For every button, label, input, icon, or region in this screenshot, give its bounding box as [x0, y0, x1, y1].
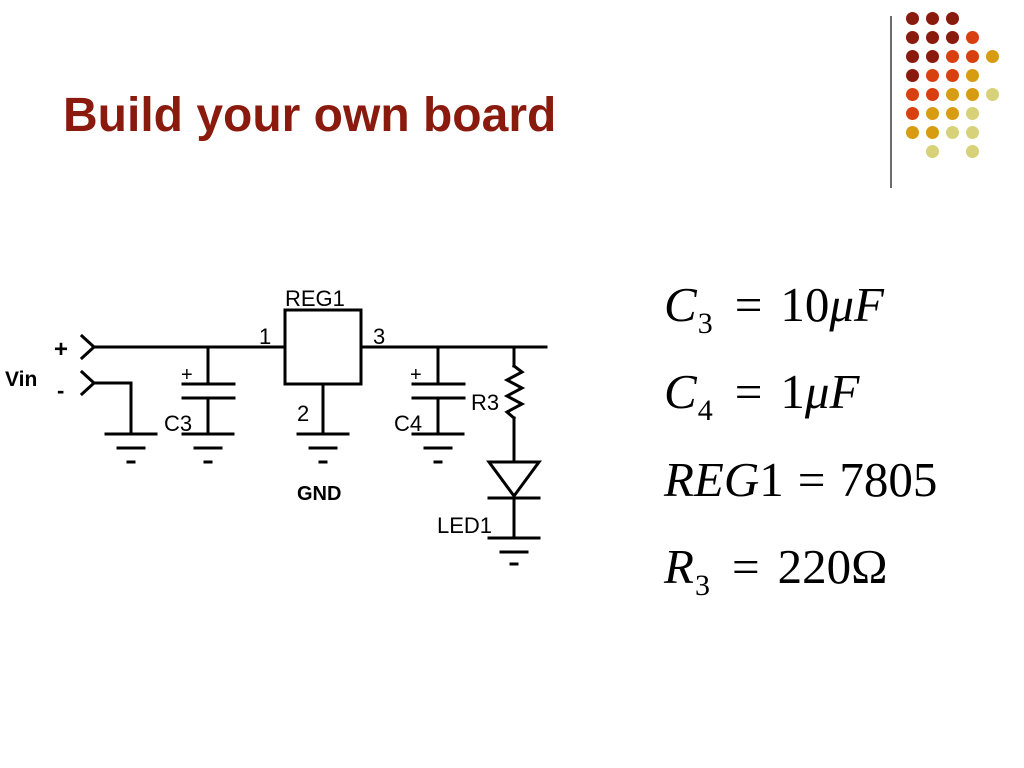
decorative-dot [966, 69, 979, 82]
decorative-dot [966, 126, 979, 139]
decorative-dot [946, 107, 959, 120]
decorative-dot [946, 69, 959, 82]
decorative-dot [926, 12, 939, 25]
decorative-dot [906, 107, 919, 120]
c4-plus-label: + [410, 364, 422, 386]
decorative-dot [946, 12, 959, 25]
reg1-pin2-label: 2 [297, 401, 309, 426]
reg1-label: REG1 [285, 286, 345, 311]
decorative-divider-line [890, 16, 892, 188]
decorative-dot [966, 50, 979, 63]
gnd-label: GND [297, 483, 341, 505]
decorative-dot [966, 107, 979, 120]
vin-plus-label: + [54, 336, 68, 363]
decorative-dot [906, 88, 919, 101]
decorative-dot-grid [906, 12, 1016, 172]
decorative-dot [946, 88, 959, 101]
reg1-pin1-label: 1 [259, 324, 271, 349]
equation-reg1: REG1=7805 [664, 452, 938, 507]
reg1-pin3-label: 3 [373, 324, 385, 349]
c4-label: C4 [394, 411, 422, 436]
decorative-dot [906, 31, 919, 44]
decorative-dot [926, 107, 939, 120]
decorative-dot [906, 12, 919, 25]
voltage-regulator-schematic: Vin + - + C3 REG1 1 3 2 GND + C4 R3 LED1 [5, 286, 548, 566]
led1-triangle [486, 460, 542, 499]
vin-minus-terminal [79, 369, 97, 397]
led1-label: LED1 [437, 513, 492, 538]
vin-label: Vin [5, 368, 37, 391]
decorative-dot [986, 50, 999, 63]
decorative-dot [906, 69, 919, 82]
decorative-dot [946, 50, 959, 63]
ground-symbol-reg1 [296, 432, 350, 464]
decorative-dot [926, 50, 939, 63]
vin-minus-label: - [57, 378, 64, 403]
decorative-dot [906, 126, 919, 139]
ground-symbol-vin [104, 432, 158, 464]
decorative-dot [926, 145, 939, 158]
vin-plus-terminal [79, 333, 97, 361]
decorative-dot [986, 88, 999, 101]
equation-r3: R3=220Ω [664, 539, 888, 602]
decorative-dot [926, 69, 939, 82]
r3-label: R3 [471, 390, 499, 415]
c3-label: C3 [164, 411, 192, 436]
decorative-dot [906, 50, 919, 63]
decorative-dot [946, 126, 959, 139]
ground-symbol-c3 [181, 432, 235, 464]
c3-plus-label: + [181, 364, 193, 386]
decorative-dot [926, 126, 939, 139]
decorative-dot [966, 31, 979, 44]
ground-symbol-c4 [411, 432, 465, 464]
slide-title: Build your own board [63, 89, 557, 142]
ground-symbol-led1 [487, 536, 541, 566]
decorative-dot [926, 88, 939, 101]
decorative-dot [966, 145, 979, 158]
r3-zigzag [503, 363, 526, 421]
equation-c3: C3=10μF [664, 277, 884, 340]
reg1-box [283, 308, 363, 386]
decorative-dot [966, 88, 979, 101]
decorative-dot [926, 31, 939, 44]
decorative-dot [946, 31, 959, 44]
equation-c4: C4=1μF [664, 364, 860, 427]
